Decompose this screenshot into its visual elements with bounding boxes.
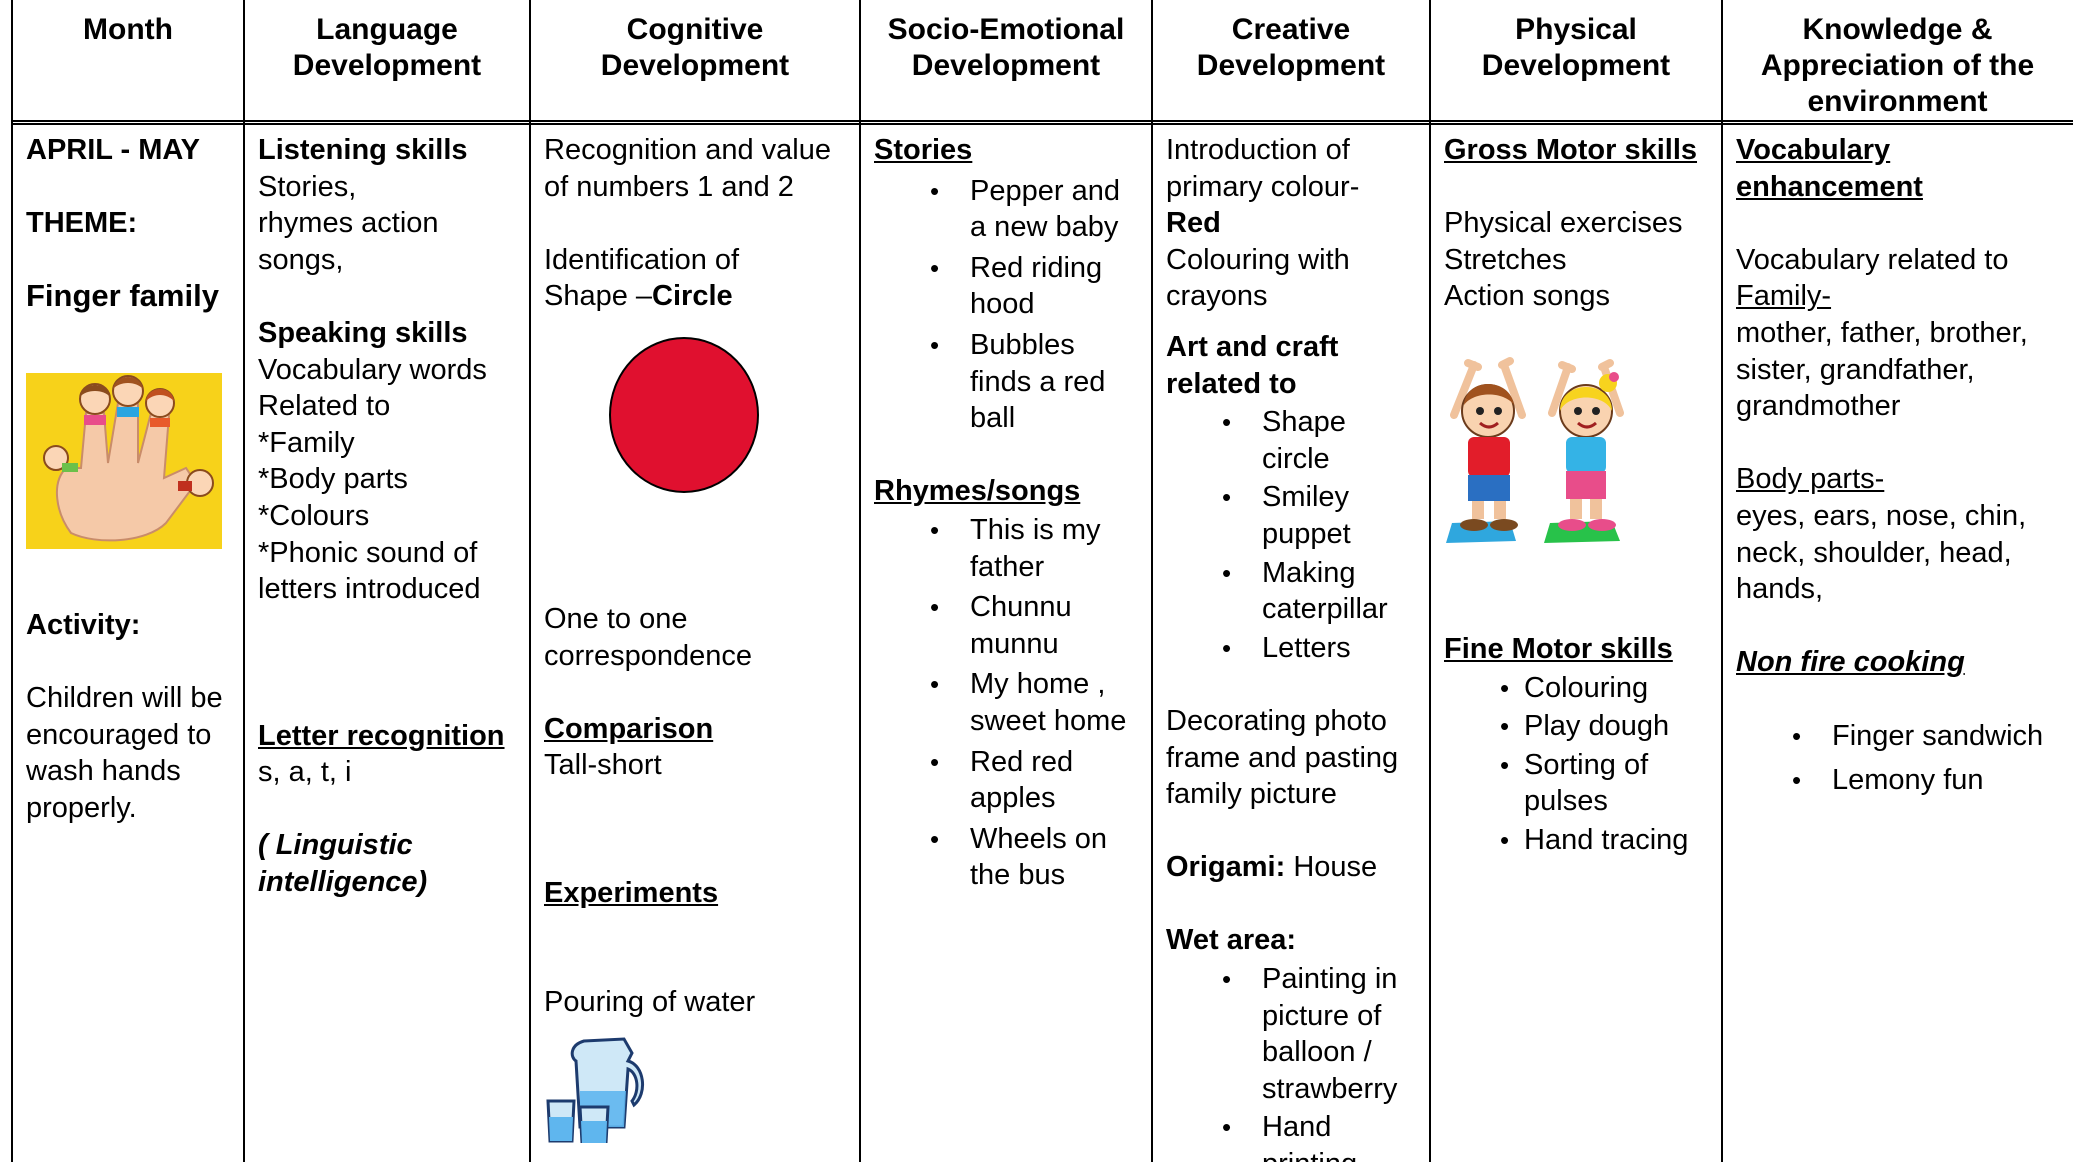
colour-name: Red	[1166, 207, 1221, 240]
list-item: Bubbles finds a red ball	[874, 327, 1142, 437]
speaking-title: Speaking skills	[258, 316, 468, 349]
gross-line: Stretches	[1444, 243, 1567, 276]
fine-motor-title: Fine Motor skills	[1444, 632, 1673, 665]
rhymes-title: Rhymes/songs	[874, 475, 1081, 508]
list-item: Making caterpillar	[1166, 555, 1420, 628]
vocab-intro: Vocabulary related to	[1736, 243, 2009, 276]
cooking-title: Non fire cooking	[1736, 646, 1965, 679]
activity-text: Children will be encouraged to wash hand…	[26, 682, 223, 824]
body-parts-label: Body parts-	[1736, 463, 1885, 496]
speaking-line: *Phonic sound of letters introduced	[258, 536, 481, 606]
comparison-text: Tall-short	[544, 749, 662, 782]
speaking-line: *Body parts	[258, 463, 408, 496]
numbers-text: Recognition and value of numbers 1 and 2	[544, 134, 831, 203]
gross-line: Physical exercises	[1444, 207, 1683, 240]
list-item: Finger sandwich	[1736, 718, 2069, 755]
list-item: Painting in picture of balloon / strawbe…	[1166, 961, 1420, 1107]
origami-line: Origami: House	[1166, 849, 1420, 886]
list-item: Sorting of pulses	[1444, 747, 1664, 820]
body-parts-words: eyes, ears, nose, chin, neck, shoulder, …	[1736, 499, 2027, 606]
listening-text: Stories, rhymes action songs,	[258, 170, 439, 276]
origami-label: Origami:	[1166, 851, 1286, 884]
finger-family-image	[26, 372, 222, 549]
wet-area-title: Wet area:	[1166, 924, 1297, 957]
list-item: Colouring	[1444, 670, 1712, 707]
list-item: Lemony fun	[1736, 762, 2069, 799]
decorating-text: Decorating photo frame and pasting famil…	[1166, 704, 1399, 811]
speaking-line: Related to	[258, 390, 391, 423]
list-item: Hand tracing	[1444, 822, 1712, 859]
cognitive-cell: Recognition and value of numbers 1 and 2…	[530, 124, 860, 1162]
family-label: Family-	[1736, 280, 1832, 313]
header-physical: Physical Development	[1481, 13, 1671, 82]
creative-cell: Introduction of primary colour- Red Colo…	[1152, 124, 1430, 1162]
list-item: Letters	[1166, 630, 1420, 667]
header-month: Month	[83, 13, 173, 46]
list-item: Shape circle	[1166, 404, 1420, 477]
list-item: This is my father	[874, 512, 1142, 585]
colour-line: Introduction of primary colour- Red	[1166, 132, 1416, 242]
language-cell: Listening skills Stories, rhymes action …	[244, 124, 530, 1162]
knowledge-cell: Vocabulary enhancement Vocabulary relate…	[1722, 124, 2073, 1162]
vocab-title: Vocabulary enhancement	[1736, 134, 1923, 203]
letters-text: s, a, t, i	[258, 756, 352, 789]
list-item: My home , sweet home	[874, 666, 1142, 739]
listening-title: Listening skills	[258, 134, 468, 166]
one-to-one-text: One to one correspondence	[544, 602, 752, 672]
art-title: Art and craft related to	[1166, 330, 1339, 400]
theme-name: Finger family	[26, 278, 219, 314]
gross-motor-title: Gross Motor skills	[1444, 134, 1698, 166]
shape-name: Circle	[652, 280, 733, 313]
header-knowledge: Knowledge & Appreciation of the environm…	[1760, 13, 2035, 118]
list-item: Red riding hood	[874, 250, 1142, 323]
list-item: Red red apples	[874, 744, 1142, 817]
activity-label: Activity:	[26, 608, 141, 641]
header-language: Language Development	[292, 13, 482, 82]
experiments-text: Pouring of water	[544, 986, 756, 1019]
water-jug-image	[546, 1037, 644, 1143]
exercising-kids-image	[1446, 356, 1624, 543]
letter-recognition-title: Letter recognition	[258, 719, 505, 752]
speaking-line: *Family	[258, 426, 355, 459]
gross-line: Action songs	[1444, 280, 1611, 313]
origami-value: House	[1293, 851, 1378, 884]
family-words: mother, father, brother, sister, grandfa…	[1736, 316, 2028, 423]
red-circle	[609, 336, 759, 493]
stories-title: Stories	[874, 134, 973, 166]
comparison-title: Comparison	[544, 712, 714, 745]
theme-label: THEME:	[26, 207, 138, 240]
list-item: Hand printing	[1166, 1109, 1420, 1162]
socio-cell: Stories Pepper and a new baby Red riding…	[860, 124, 1152, 1162]
colour-intro: Introduction of primary colour-	[1166, 134, 1360, 203]
rhymes-list: This is my father Chunnu munnu My home ,…	[874, 512, 1142, 894]
shape-intro: Identification of Shape –	[544, 243, 740, 313]
fine-list: Colouring Play dough Sorting of pulses H…	[1444, 670, 1712, 859]
month-period: APRIL - MAY	[26, 134, 201, 166]
experiments-title: Experiments	[544, 877, 719, 910]
header-creative: Creative Development	[1196, 13, 1386, 82]
shape-line: Identification of Shape –Circle	[544, 242, 774, 315]
stories-list: Pepper and a new baby Red riding hood Bu…	[874, 173, 1142, 437]
list-item: Pepper and a new baby	[874, 173, 1142, 246]
list-item: Smiley puppet	[1166, 479, 1420, 552]
physical-cell: Gross Motor skills Physical exercises St…	[1430, 124, 1722, 1162]
list-item: Wheels on the bus	[874, 821, 1142, 894]
art-list: Shape circle Smiley puppet Making caterp…	[1166, 404, 1420, 666]
speaking-line: Vocabulary words	[258, 353, 487, 386]
colouring-text: Colouring with crayons	[1166, 243, 1350, 313]
header-cognitive: Cognitive Development	[600, 13, 790, 82]
intelligence-note: ( Linguistic intelligence)	[258, 829, 428, 898]
list-item: Chunnu munnu	[874, 589, 1142, 662]
speaking-line: *Colours	[258, 499, 370, 532]
wet-list: Painting in picture of balloon / strawbe…	[1166, 961, 1420, 1162]
cooking-list: Finger sandwich Lemony fun	[1736, 718, 2069, 799]
header-socio: Socio-Emotional Development	[887, 13, 1125, 82]
list-item: Play dough	[1444, 708, 1712, 745]
month-cell: APRIL - MAY THEME: Finger family Activit…	[12, 124, 244, 1162]
